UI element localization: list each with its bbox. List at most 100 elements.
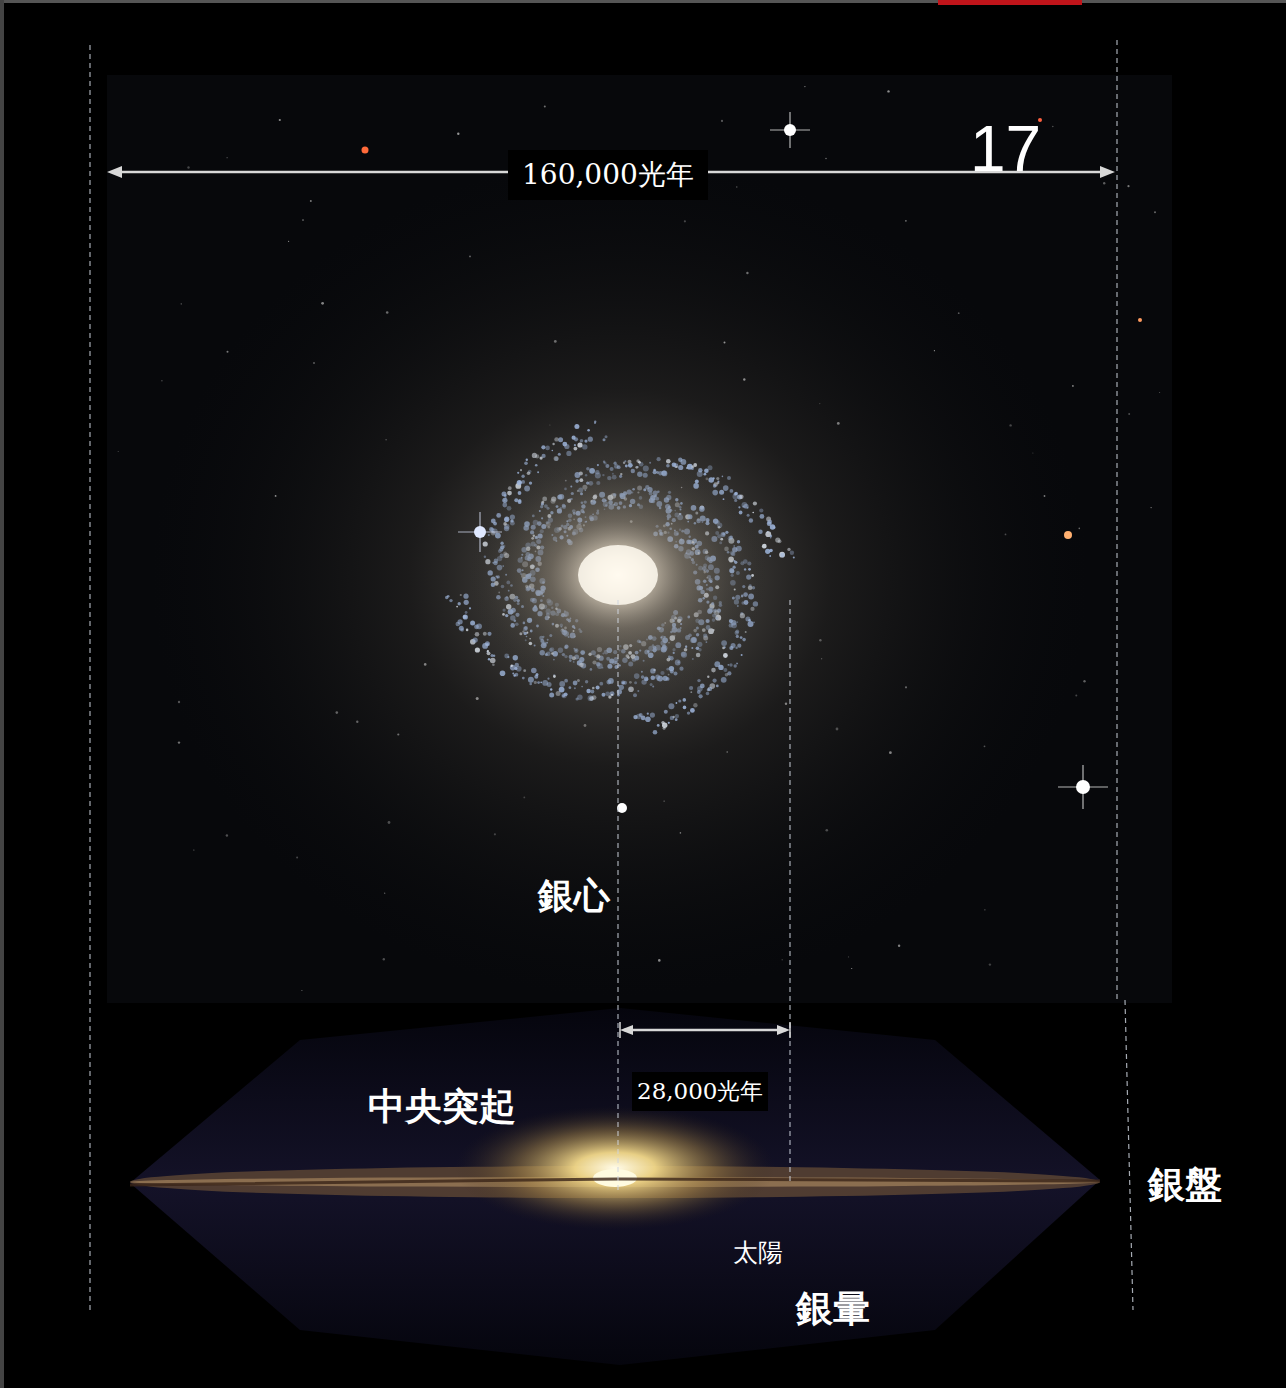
arm-star — [561, 693, 566, 698]
field-star — [887, 90, 889, 92]
arm-star — [490, 658, 496, 664]
field-star — [336, 711, 339, 714]
arm-star — [574, 424, 579, 429]
arm-star — [753, 501, 757, 505]
field-star — [905, 686, 907, 688]
arm-star — [770, 537, 772, 539]
arm-star — [699, 694, 703, 698]
arm-star — [549, 693, 554, 698]
arm-star — [744, 504, 749, 509]
field-star — [743, 378, 745, 380]
arm-star — [690, 708, 695, 713]
arm-star — [697, 690, 701, 694]
field-star — [934, 350, 935, 351]
field-star — [1005, 534, 1007, 536]
arm-star — [464, 600, 469, 605]
field-star — [227, 157, 228, 158]
halo-label: 銀暈 — [796, 1284, 870, 1334]
frame-edge — [0, 0, 1286, 3]
sun-label: 太陽 — [733, 1236, 783, 1269]
arm-star — [520, 469, 522, 471]
arm-star — [647, 713, 649, 715]
field-star — [178, 701, 180, 703]
slide-number: 17 — [970, 112, 1041, 186]
field-star — [476, 697, 479, 700]
arm-star — [645, 717, 651, 723]
arm-star — [574, 444, 576, 446]
arm-star — [577, 442, 582, 447]
arm-star — [650, 713, 655, 718]
field-star — [851, 968, 852, 969]
field-star — [684, 220, 686, 222]
arm-star — [603, 438, 606, 441]
arm-star — [770, 535, 772, 537]
field-star — [554, 340, 557, 343]
arm-star — [668, 722, 670, 724]
field-star — [658, 959, 661, 962]
field-star — [424, 663, 427, 666]
field-star — [1079, 528, 1081, 530]
arm-star — [475, 632, 480, 637]
arm-star — [678, 699, 681, 702]
arm-star — [664, 710, 668, 714]
arm-star — [769, 555, 771, 557]
arm-star — [587, 429, 590, 432]
field-star — [523, 797, 525, 799]
field-star — [469, 256, 471, 258]
field-star — [384, 893, 385, 894]
arm-star — [534, 681, 537, 684]
arm-star — [511, 665, 513, 667]
arm-star — [537, 681, 540, 684]
field-star — [226, 834, 228, 836]
arm-star — [545, 446, 550, 451]
field-star — [1159, 392, 1160, 393]
field-star — [288, 241, 289, 242]
arm-star — [512, 673, 514, 675]
field-star — [746, 272, 748, 274]
field-star — [989, 963, 991, 965]
field-star — [724, 341, 726, 343]
arm-star — [730, 489, 734, 493]
field-star — [1103, 182, 1105, 184]
field-star — [837, 422, 840, 425]
arm-star — [558, 453, 561, 456]
dimension-label-box: 28,000光年 — [632, 1072, 768, 1111]
dimension-text: 28,000光年 — [637, 1076, 763, 1107]
arm-star — [747, 507, 749, 509]
arm-star — [653, 730, 658, 735]
arm-star — [574, 447, 578, 451]
arm-star — [723, 668, 727, 672]
field-star — [1044, 495, 1046, 497]
arm-star — [463, 594, 468, 599]
arm-star — [675, 714, 679, 718]
field-star — [383, 958, 385, 960]
field-star — [1032, 453, 1033, 454]
arm-star — [487, 650, 489, 652]
field-star — [1154, 211, 1156, 213]
arm-star — [759, 508, 763, 512]
field-star — [161, 380, 163, 382]
arm-star — [683, 706, 687, 710]
arm-star — [527, 471, 531, 475]
field-star — [1052, 126, 1054, 128]
arm-star — [708, 465, 713, 470]
arm-star — [475, 647, 480, 652]
field-star — [549, 424, 550, 425]
galactic-core — [578, 545, 658, 605]
field-star — [1128, 413, 1130, 415]
field-star — [313, 362, 315, 364]
arm-star — [734, 664, 737, 667]
field-star — [782, 959, 783, 960]
field-star — [227, 351, 229, 353]
arm-star — [691, 467, 694, 470]
arm-star — [523, 669, 526, 672]
field-star — [388, 821, 391, 824]
arm-star — [556, 691, 561, 696]
bulge-label: 中央突起 — [368, 1082, 516, 1132]
arm-star — [683, 698, 687, 702]
field-star — [494, 833, 496, 835]
field-star — [905, 220, 907, 222]
field-star — [1127, 185, 1129, 187]
field-star — [301, 990, 302, 991]
